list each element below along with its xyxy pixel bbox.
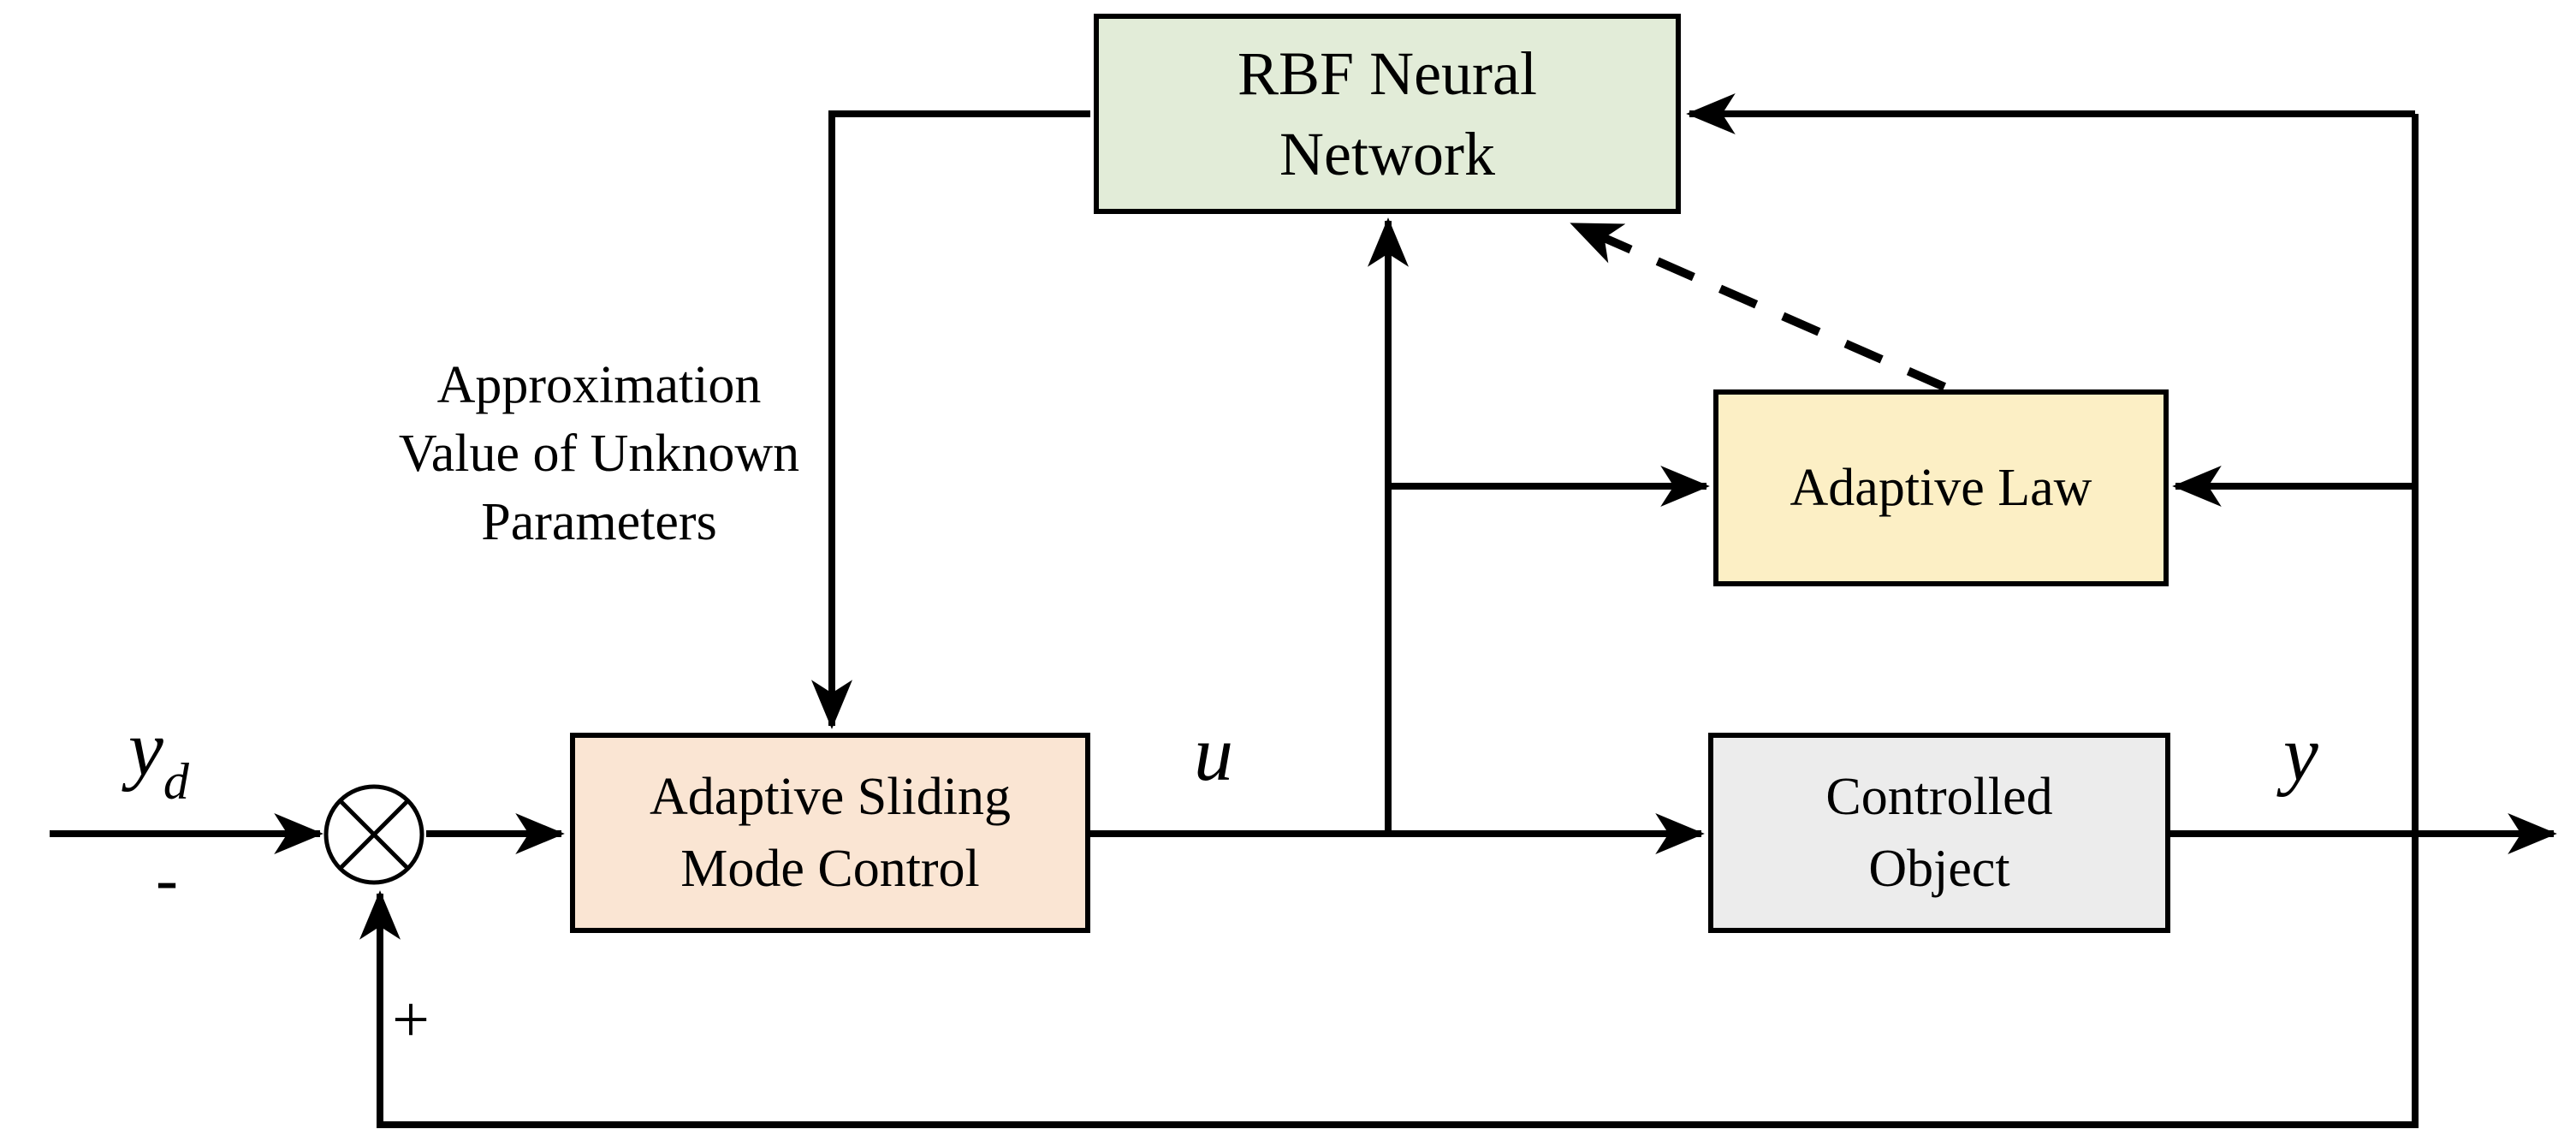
plus-sign-label: + [392, 982, 430, 1056]
summing-junction-x [338, 799, 410, 871]
control-signal-label: u [1194, 710, 1233, 797]
asmc-box-label-line2: Mode Control [680, 840, 980, 898]
reference-input-label: yd [128, 709, 189, 807]
rbf-neural-network-box: RBF Neural Network [1094, 14, 1681, 214]
controlled-object-box: Controlled Object [1708, 733, 2170, 933]
reference-input-label-subscript: d [163, 753, 189, 810]
adaptive-sliding-mode-control-box: Adaptive Sliding Mode Control [570, 733, 1090, 933]
rbf-box-label-line1: RBF Neural [1238, 39, 1537, 108]
adaptive-law-box: Adaptive Law [1713, 389, 2169, 586]
controlled-object-box-label-line1: Controlled [1825, 768, 2053, 826]
approximation-annotation-line1: Approximation [436, 356, 762, 414]
reference-input-label-base: y [128, 704, 163, 792]
adaptive-law-to-rbf-dashed-arrow [1570, 220, 1947, 391]
approximation-annotation: Approximation Value of Unknown Parameter… [325, 351, 873, 556]
adaptive-law-box-label: Adaptive Law [1790, 459, 2092, 517]
controlled-object-box-label-line2: Object [1868, 840, 2010, 898]
rbf-to-controller-arrow [811, 110, 1090, 729]
approximation-annotation-line3: Parameters [481, 493, 717, 551]
asmc-box-label-line1: Adaptive Sliding [650, 768, 1011, 826]
minus-sign-label: - [156, 841, 178, 916]
output-signal-label: y [2283, 710, 2318, 797]
approximation-annotation-line2: Value of Unknown [398, 425, 800, 483]
rbf-box-label-line2: Network [1279, 120, 1495, 188]
feedback-bottom-rail-arrow [359, 114, 2419, 1128]
